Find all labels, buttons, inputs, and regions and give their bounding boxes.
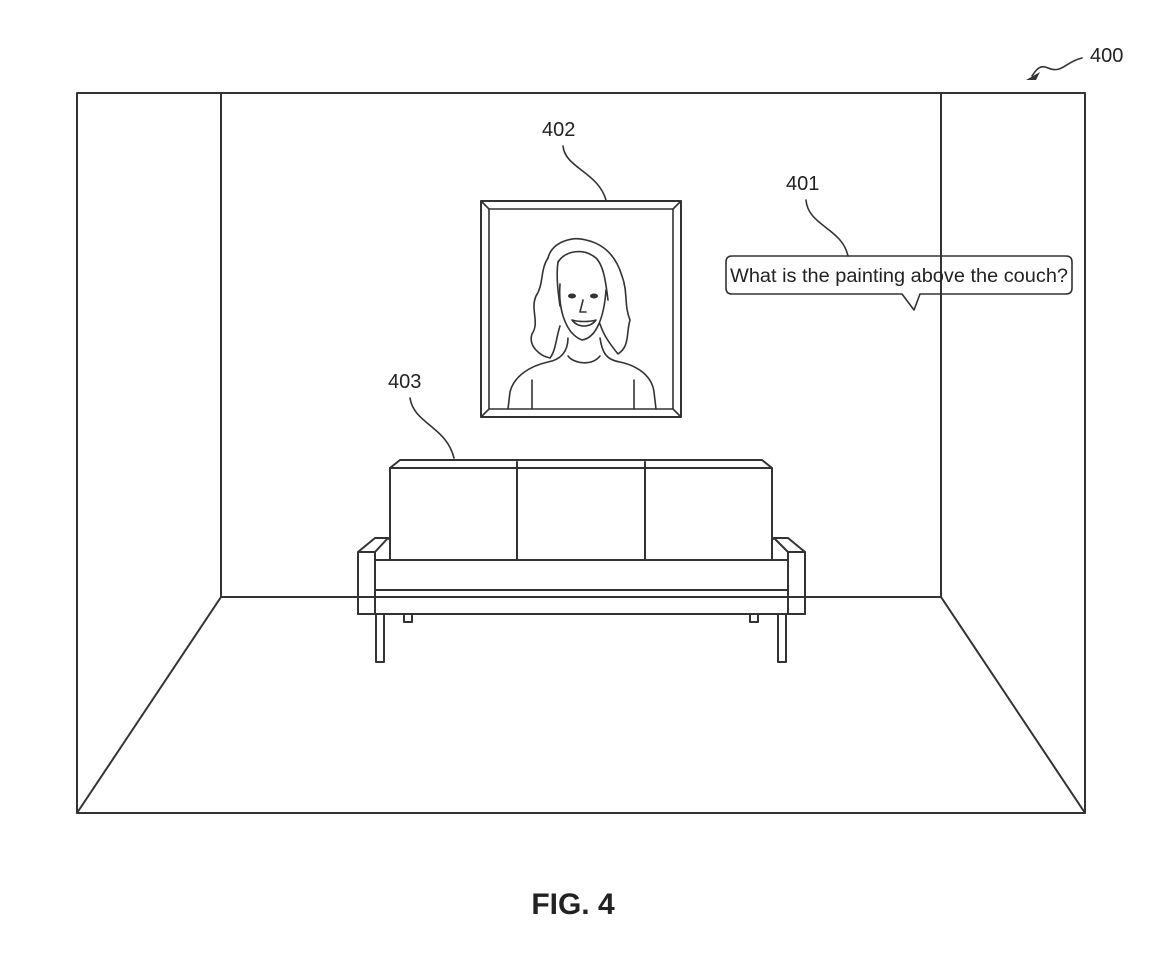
speech-bubble [725, 255, 1073, 311]
ref-leader-403 [409, 397, 455, 459]
room-outer-frame [76, 92, 1086, 814]
couch [357, 459, 806, 663]
speech-bubble-text: What is the painting above the couch? [730, 266, 1068, 287]
floor-edge-right [940, 596, 1086, 814]
ref-leader-402 [562, 145, 607, 201]
floor-edge-left [76, 596, 222, 814]
arrow-head-400 [1026, 72, 1040, 80]
figure-caption: FIG. 4 [531, 888, 615, 921]
ref-label-403: 403 [388, 371, 421, 393]
back-wall [220, 92, 942, 598]
ref-leader-401 [805, 199, 849, 257]
ref-label-401: 401 [786, 173, 819, 195]
painting [480, 200, 682, 418]
ref-leader-400 [1031, 57, 1083, 77]
portrait-woman [507, 238, 657, 410]
ref-label-400: 400 [1090, 45, 1123, 67]
ref-label-402: 402 [542, 119, 575, 141]
